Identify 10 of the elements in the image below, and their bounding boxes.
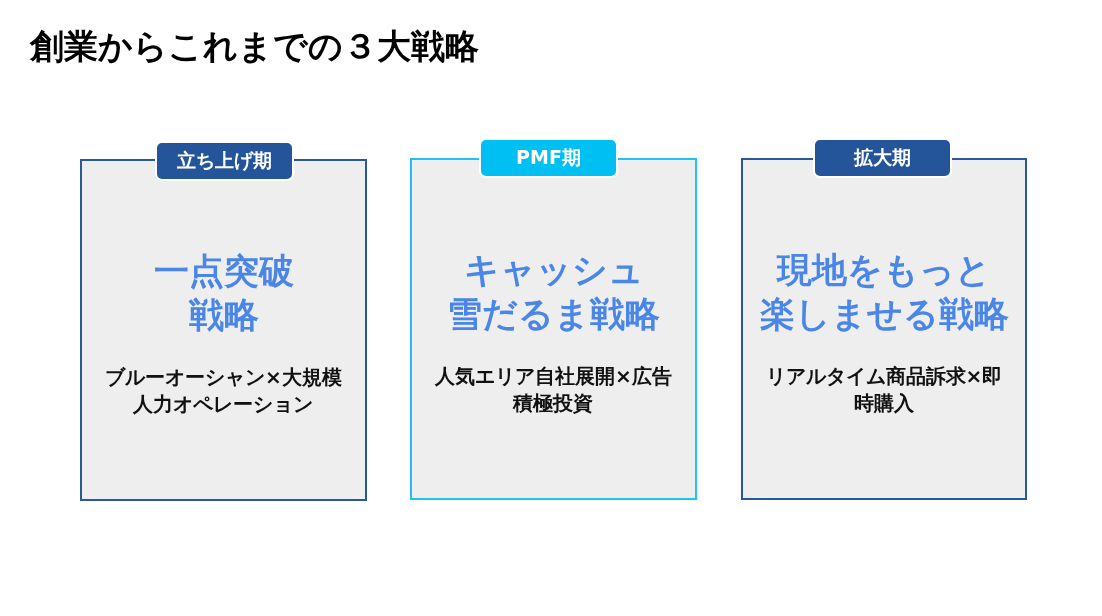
page-title: 創業からこれまでの３大戦略	[30, 25, 479, 67]
strategy-description: リアルタイム商品訴求×即時購入	[765, 363, 1003, 417]
strategy-heading: 現地をもっと楽しませる戦略	[759, 249, 1009, 336]
strategy-heading: 一点突破戦略	[153, 250, 294, 337]
phase-tab: PMF期	[479, 138, 618, 178]
phase-tab: 拡大期	[813, 138, 952, 178]
strategy-heading: キャッシュ雪だるま戦略	[447, 249, 660, 336]
strategy-description: ブルーオーシャン×大規模人力オペレーション	[105, 364, 342, 418]
strategy-description: 人気エリア自社展開×広告積極投資	[435, 363, 672, 417]
phase-tab: 立ち上げ期	[155, 141, 294, 181]
